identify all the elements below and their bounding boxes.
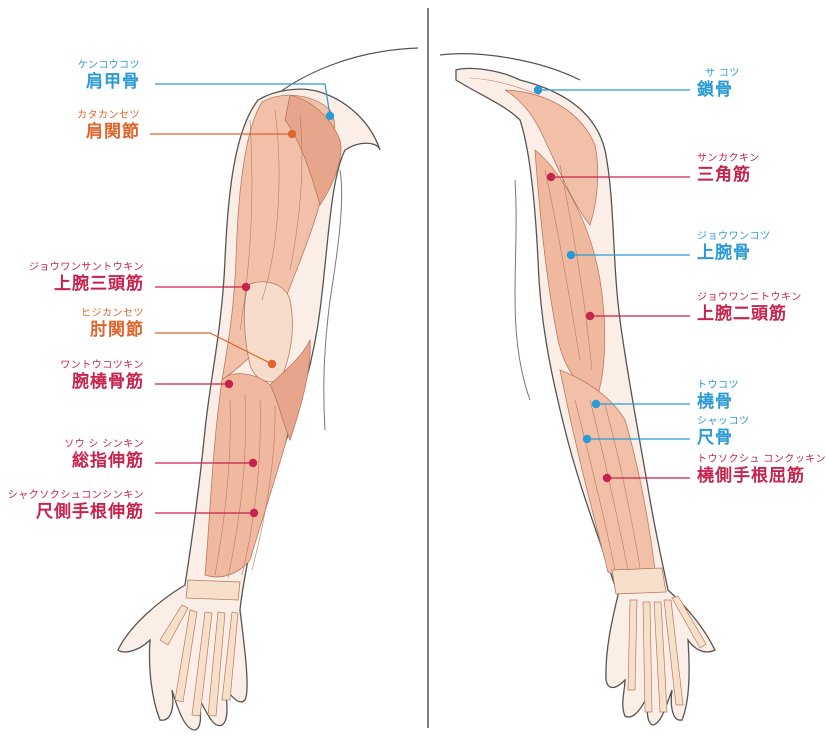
label-ruby: ヒジカンセツ: [81, 308, 144, 320]
label-deltoid: サンカクキン 三角筋: [697, 153, 760, 185]
label-biceps: ジョウワンニトウキン 上腕二頭筋: [697, 292, 802, 324]
leader-dot: [242, 283, 250, 291]
label-name: 上腕二頭筋: [697, 304, 802, 324]
label-ruby: ワントウコツキン: [60, 360, 144, 372]
label-triceps: ジョウワンサントウキン 上腕三頭筋: [29, 262, 144, 294]
label-ruby: ジョウワンコツ: [697, 231, 771, 243]
label-name: 肘関節: [81, 320, 144, 340]
label-flexor-carpi-radialis: トウソクシュ コンクッキン 橈側手根屈筋: [697, 454, 826, 486]
label-brachioradialis: ワントウコツキン 腕橈骨筋: [60, 360, 144, 392]
label-ruby: シャクソクシュコンシンキン: [8, 490, 144, 502]
leader-dot: [547, 173, 555, 181]
left-arm-illustration: [118, 48, 418, 730]
leader-dot: [586, 312, 594, 320]
label-name: 腕橈骨筋: [60, 372, 144, 392]
label-name: 尺側手根伸筋: [8, 502, 144, 522]
label-ruby: トウコツ: [697, 380, 739, 392]
leader-dot: [534, 86, 542, 94]
label-name: 橈骨: [697, 392, 739, 412]
leader-dot: [268, 360, 276, 368]
label-extensor-digitorum: ソウ シ シンキン 総指伸筋: [64, 439, 144, 471]
label-ruby: ソウ シ シンキン: [64, 439, 144, 451]
label-ruby: ケンコウコツ: [78, 60, 140, 72]
leader-dot: [567, 251, 575, 259]
label-radius: トウコツ 橈骨: [697, 380, 739, 412]
right-arm-illustration: [440, 54, 715, 725]
label-humerus: ジョウワンコツ 上腕骨: [697, 231, 771, 263]
label-scapula: ケンコウコツ 肩甲骨: [78, 60, 140, 92]
label-name: 鎖骨: [697, 80, 740, 100]
label-name: 上腕三頭筋: [29, 274, 144, 294]
label-shoulder-joint: カタカンセツ 肩関節: [77, 110, 140, 142]
label-ruby: ジョウワンサントウキン: [29, 262, 144, 274]
label-ulna: シャッコツ 尺骨: [697, 416, 750, 448]
label-extensor-carpi-ulnaris: シャクソクシュコンシンキン 尺側手根伸筋: [8, 490, 144, 522]
label-ruby: サ コツ: [697, 68, 740, 80]
label-clavicle: サ コツ 鎖骨: [697, 68, 740, 100]
label-name: 総指伸筋: [64, 451, 144, 471]
label-ruby: シャッコツ: [697, 416, 750, 428]
label-name: 三角筋: [697, 165, 760, 185]
label-ruby: カタカンセツ: [77, 110, 140, 122]
label-elbow-joint: ヒジカンセツ 肘関節: [81, 308, 144, 340]
label-name: 橈側手根屈筋: [697, 466, 826, 486]
label-name: 肩関節: [77, 122, 140, 142]
leader-dot: [603, 474, 611, 482]
leader-dot: [592, 400, 600, 408]
leader-dot: [249, 459, 257, 467]
leader-dot: [250, 509, 258, 517]
label-name: 上腕骨: [697, 243, 771, 263]
leader-dot: [225, 380, 233, 388]
label-ruby: サンカクキン: [697, 153, 760, 165]
label-name: 肩甲骨: [78, 72, 140, 92]
leader-dot: [583, 435, 591, 443]
leader-dot: [326, 112, 334, 120]
label-name: 尺骨: [697, 428, 750, 448]
label-ruby: トウソクシュ コンクッキン: [697, 454, 826, 466]
leader-dot: [288, 130, 296, 138]
label-ruby: ジョウワンニトウキン: [697, 292, 802, 304]
